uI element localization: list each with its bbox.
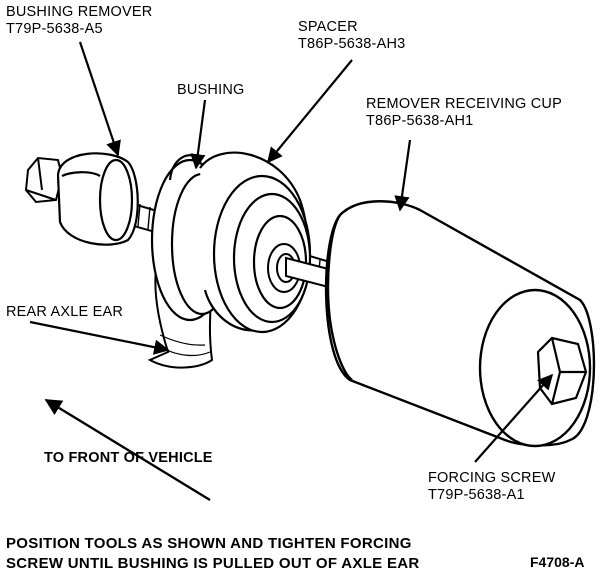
bushing-arrow [190, 99, 207, 170]
instruction-caption: POSITION TOOLS AS SHOWN AND TIGHTEN FORC… [6, 534, 420, 574]
forcing-screw-label: FORCING SCREW T79P-5638-A1 [428, 470, 555, 504]
bushing-name: BUSHING [177, 82, 245, 98]
spacer-part-number: T86P-5638-AH3 [298, 36, 406, 52]
forcing-screw-part-number: T79P-5638-A1 [428, 487, 525, 503]
spacer-label: SPACER T86P-5638-AH3 [298, 19, 405, 53]
remover-receiving-cup [324, 200, 596, 448]
remover-receiving-cup-name: REMOVER RECEIVING CUP [366, 96, 562, 112]
caption-line-1: POSITION TOOLS AS SHOWN AND TIGHTEN FORC… [6, 535, 412, 552]
bushing-remover-part-number: T79P-5638-A5 [6, 21, 103, 37]
caption-line-2: SCREW UNTIL BUSHING IS PULLED OUT OF AXL… [6, 555, 420, 572]
rear-axle-ear-label: REAR AXLE EAR [6, 304, 123, 321]
remover-receiving-cup-part-number: T86P-5638-AH1 [366, 113, 474, 129]
receiving-cup-arrow [394, 139, 412, 212]
spacer [199, 151, 312, 334]
bushing-remover-arrow [78, 41, 121, 157]
front-of-vehicle-label: TO FRONT OF VEHICLE [44, 450, 213, 467]
spacer-arrow [267, 59, 353, 164]
bushing-label: BUSHING [177, 82, 244, 99]
leader-arrows [29, 41, 554, 463]
remover-receiving-cup-label: REMOVER RECEIVING CUP T86P-5638-AH1 [366, 96, 562, 130]
front-direction-arrow [44, 398, 211, 502]
figure-number: F4708-A [530, 554, 585, 570]
forcing-screw-arrow [474, 373, 554, 463]
forcing-screw-name: FORCING SCREW [428, 470, 556, 486]
bushing-remover [56, 152, 139, 246]
rod-end-nut [24, 156, 64, 204]
bushing-remover-name: BUSHING REMOVER [6, 4, 153, 20]
rear-axle-ear-arrow [29, 320, 170, 355]
front-of-vehicle-text: TO FRONT OF VEHICLE [44, 450, 213, 466]
rear-axle-ear-name: REAR AXLE EAR [6, 304, 124, 320]
bushing-remover-label: BUSHING REMOVER T79P-5638-A5 [6, 4, 152, 38]
spacer-name: SPACER [298, 19, 358, 35]
